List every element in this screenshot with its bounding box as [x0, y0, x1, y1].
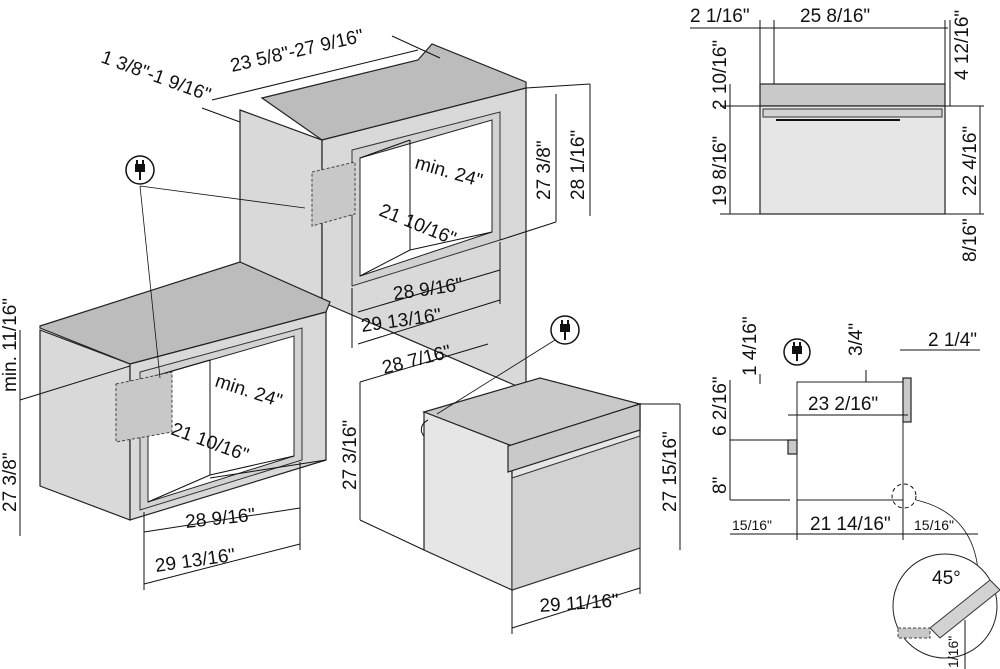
dimension-lines — [19, 20, 984, 669]
side-bracket — [787, 439, 798, 455]
base-socket-zone — [115, 371, 173, 443]
detail-glass — [929, 579, 1000, 639]
power-plug-icon — [125, 155, 155, 185]
label-tall-height-a: 27 3/8" — [534, 140, 555, 200]
label-base-min-gap: min. 11/16" — [0, 298, 21, 392]
label-front-door-height: 19 8/16" — [710, 136, 731, 206]
oven-3d — [420, 377, 643, 591]
label-base-width-a: 28 9/16" — [184, 505, 256, 533]
detail-callout-circle — [891, 483, 917, 509]
label-front-left-offset: 2 1/16" — [690, 6, 750, 27]
label-side-top-a: 1 4/16" — [740, 316, 761, 376]
label-front-bottom-offset: 8/16" — [960, 218, 981, 262]
detail-floor — [897, 627, 931, 639]
label-side-handle: 2 1/4" — [928, 330, 977, 351]
power-plug-icon — [783, 338, 811, 366]
label-front-total-height: 22 4/16" — [960, 126, 981, 196]
front-top-panel — [759, 83, 946, 107]
label-oven-depth: 28 7/16" — [380, 342, 453, 379]
label-front-width: 25 8/16" — [800, 6, 870, 27]
label-side-mid: 6 2/16" — [710, 376, 731, 436]
label-base-height: 27 3/8" — [0, 452, 21, 512]
label-side-bottom-depth: 21 14/16" — [810, 514, 891, 535]
front-handle-strip — [762, 108, 943, 118]
base-cabinet — [39, 261, 331, 521]
detail-view — [892, 553, 1000, 659]
label-side-bottom: 8" — [710, 477, 731, 494]
label-side-bottom-left: 15/16" — [732, 517, 772, 533]
side-body — [796, 381, 904, 501]
label-front-panel-height: 2 10/16" — [710, 40, 731, 110]
tall-cabinet — [239, 43, 527, 391]
label-side-bottom-right: 15/16" — [914, 517, 954, 533]
label-front-top-offset: 4 12/16" — [952, 10, 973, 80]
label-detail-gap: 1/16" — [945, 636, 961, 668]
label-oven-height-left: 27 3/16" — [340, 420, 361, 490]
label-side-depth: 23 2/16" — [808, 394, 878, 415]
label-oven-width: 29 11/16" — [539, 591, 620, 617]
label-detail-angle: 45° — [932, 568, 961, 589]
front-elevation — [759, 83, 946, 215]
label-tall-height-b: 28 1/16" — [568, 130, 589, 200]
oven-control-panel — [507, 403, 641, 473]
label-back-gap: 1 3/8"-1 9/16" — [98, 47, 213, 106]
front-door — [759, 105, 946, 215]
power-plug-icon — [550, 315, 580, 345]
tall-socket-zone — [311, 161, 356, 227]
label-base-width-b: 29 13/16" — [154, 545, 237, 577]
label-side-top-b: 3/4" — [846, 323, 867, 356]
side-section — [787, 377, 979, 571]
side-front-panel — [902, 377, 912, 423]
label-oven-height-right: 27 15/16" — [660, 431, 681, 512]
label-top-depth: 23 5/8"-27 9/16" — [228, 26, 365, 77]
